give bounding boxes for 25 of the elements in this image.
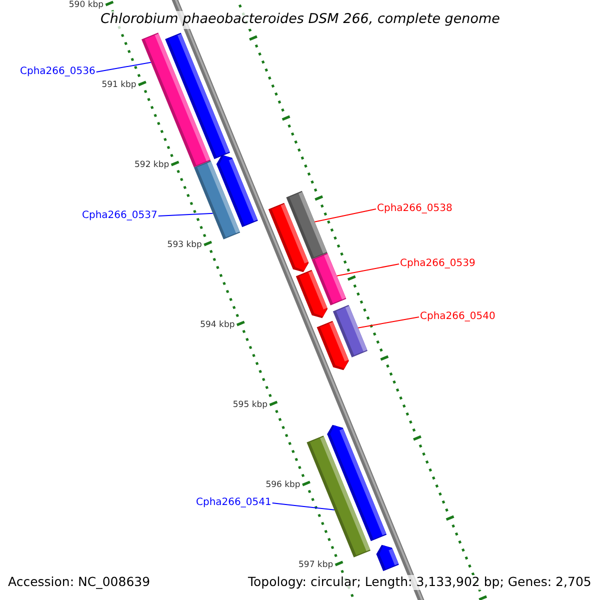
gene-block xyxy=(268,202,309,272)
gene-label: Cpha266_0536 xyxy=(20,67,96,77)
gene-block xyxy=(327,424,387,542)
gene-block xyxy=(296,270,328,318)
gene-label: Cpha266_0537 xyxy=(82,211,158,221)
scale-label: 595 kbp xyxy=(232,400,268,410)
scale-label: 590 kbp xyxy=(68,0,104,10)
gene-label: Cpha266_0539 xyxy=(400,259,476,269)
gene-block xyxy=(376,544,399,572)
gene-block xyxy=(316,320,349,370)
gene-block xyxy=(216,154,258,228)
leader-line xyxy=(158,212,214,216)
gene-label: Cpha266_0540 xyxy=(420,312,496,322)
gene-label: Cpha266_0538 xyxy=(377,204,452,214)
gene-bar xyxy=(165,32,230,160)
leader-line xyxy=(358,316,420,328)
leader-line xyxy=(336,264,400,276)
scale-label: 594 kbp xyxy=(200,320,235,330)
gene-label: Cpha266_0541 xyxy=(196,498,272,508)
leader-line xyxy=(96,62,152,72)
leader-line xyxy=(272,502,335,510)
scale-label: 592 kbp xyxy=(134,160,170,170)
scale-label: 593 kbp xyxy=(167,240,202,250)
scale-label: 597 kbp xyxy=(298,560,334,570)
leader-line xyxy=(314,208,376,222)
